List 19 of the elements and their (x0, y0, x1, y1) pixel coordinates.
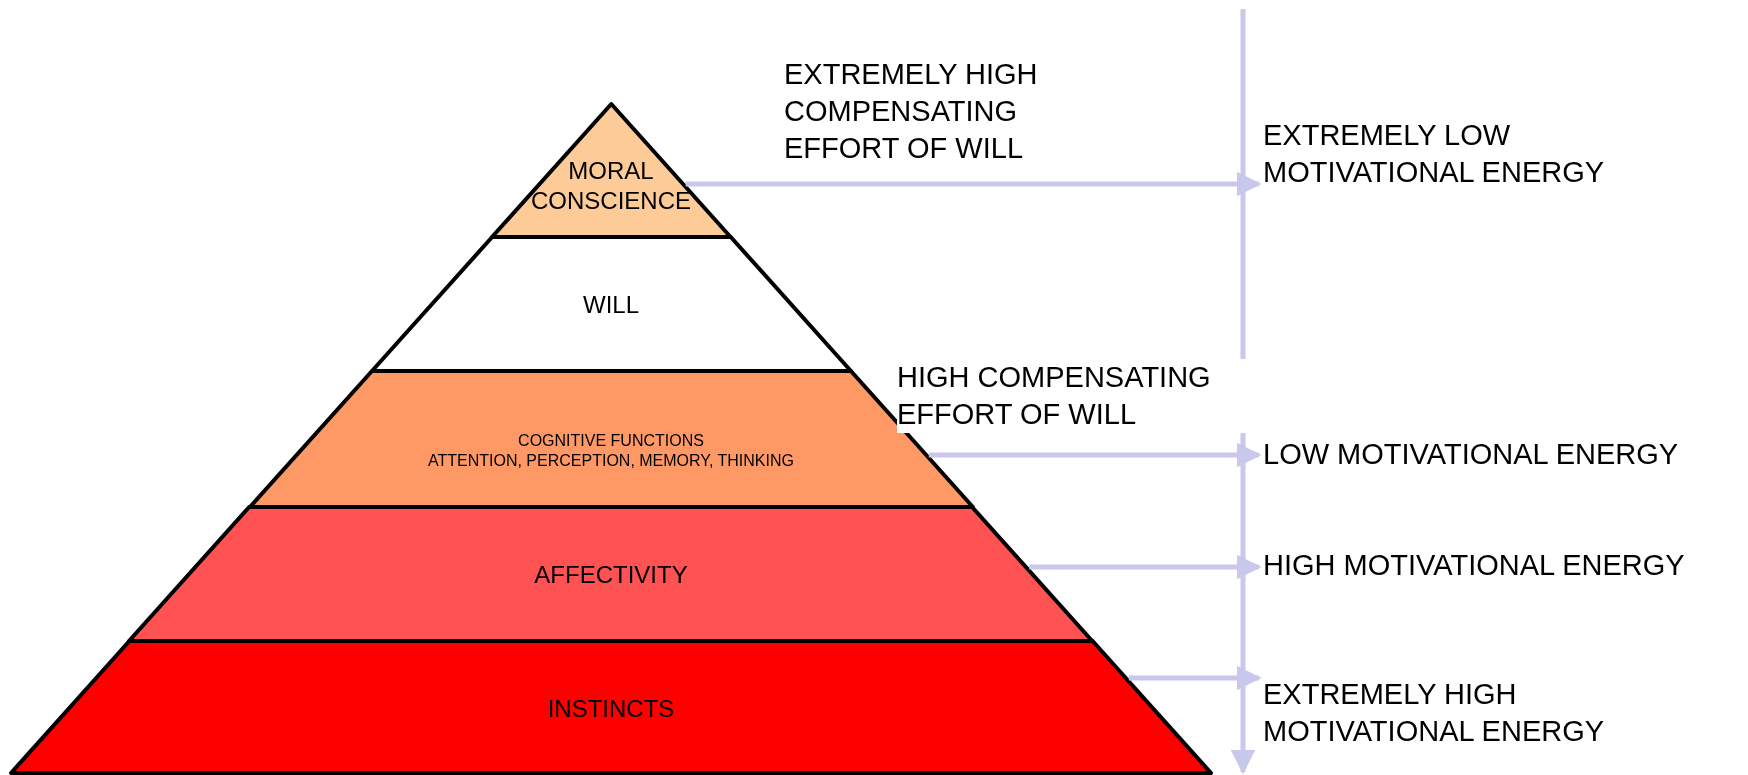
arrow (1128, 665, 1262, 691)
pyramid-layer (129, 507, 1093, 641)
arrow (1029, 554, 1262, 580)
pyramid-layer (371, 237, 851, 371)
edge-label: HIGH COMPENSATING EFFORT OF WILL (897, 359, 1247, 433)
layer-label: WILL (583, 291, 639, 319)
arrow (685, 171, 1262, 197)
arrow (928, 442, 1262, 468)
energy-level-text: LOW MOTIVATIONAL ENERGY (1263, 436, 1743, 473)
layer-label: INSTINCTS (547, 695, 675, 723)
energy-level-text: EXTREMELY HIGH MOTIVATIONAL ENERGY (1263, 676, 1643, 750)
pyramid-layer (491, 104, 731, 237)
layer-description: ATTENTION, PERCEPTION, MEMORY, THINKING (428, 451, 794, 471)
layer-label: MORAL CONSCIENCE (529, 156, 692, 216)
layer-label: AFFECTIVITY (534, 561, 688, 589)
layer-label: COGNITIVE FUNCTIONS (518, 431, 704, 451)
energy-level-text: EXTREMELY LOW MOTIVATIONAL ENERGY (1263, 117, 1643, 191)
pyramid-layer (11, 641, 1211, 773)
energy-level-text: HIGH MOTIVATIONAL ENERGY (1263, 547, 1743, 584)
